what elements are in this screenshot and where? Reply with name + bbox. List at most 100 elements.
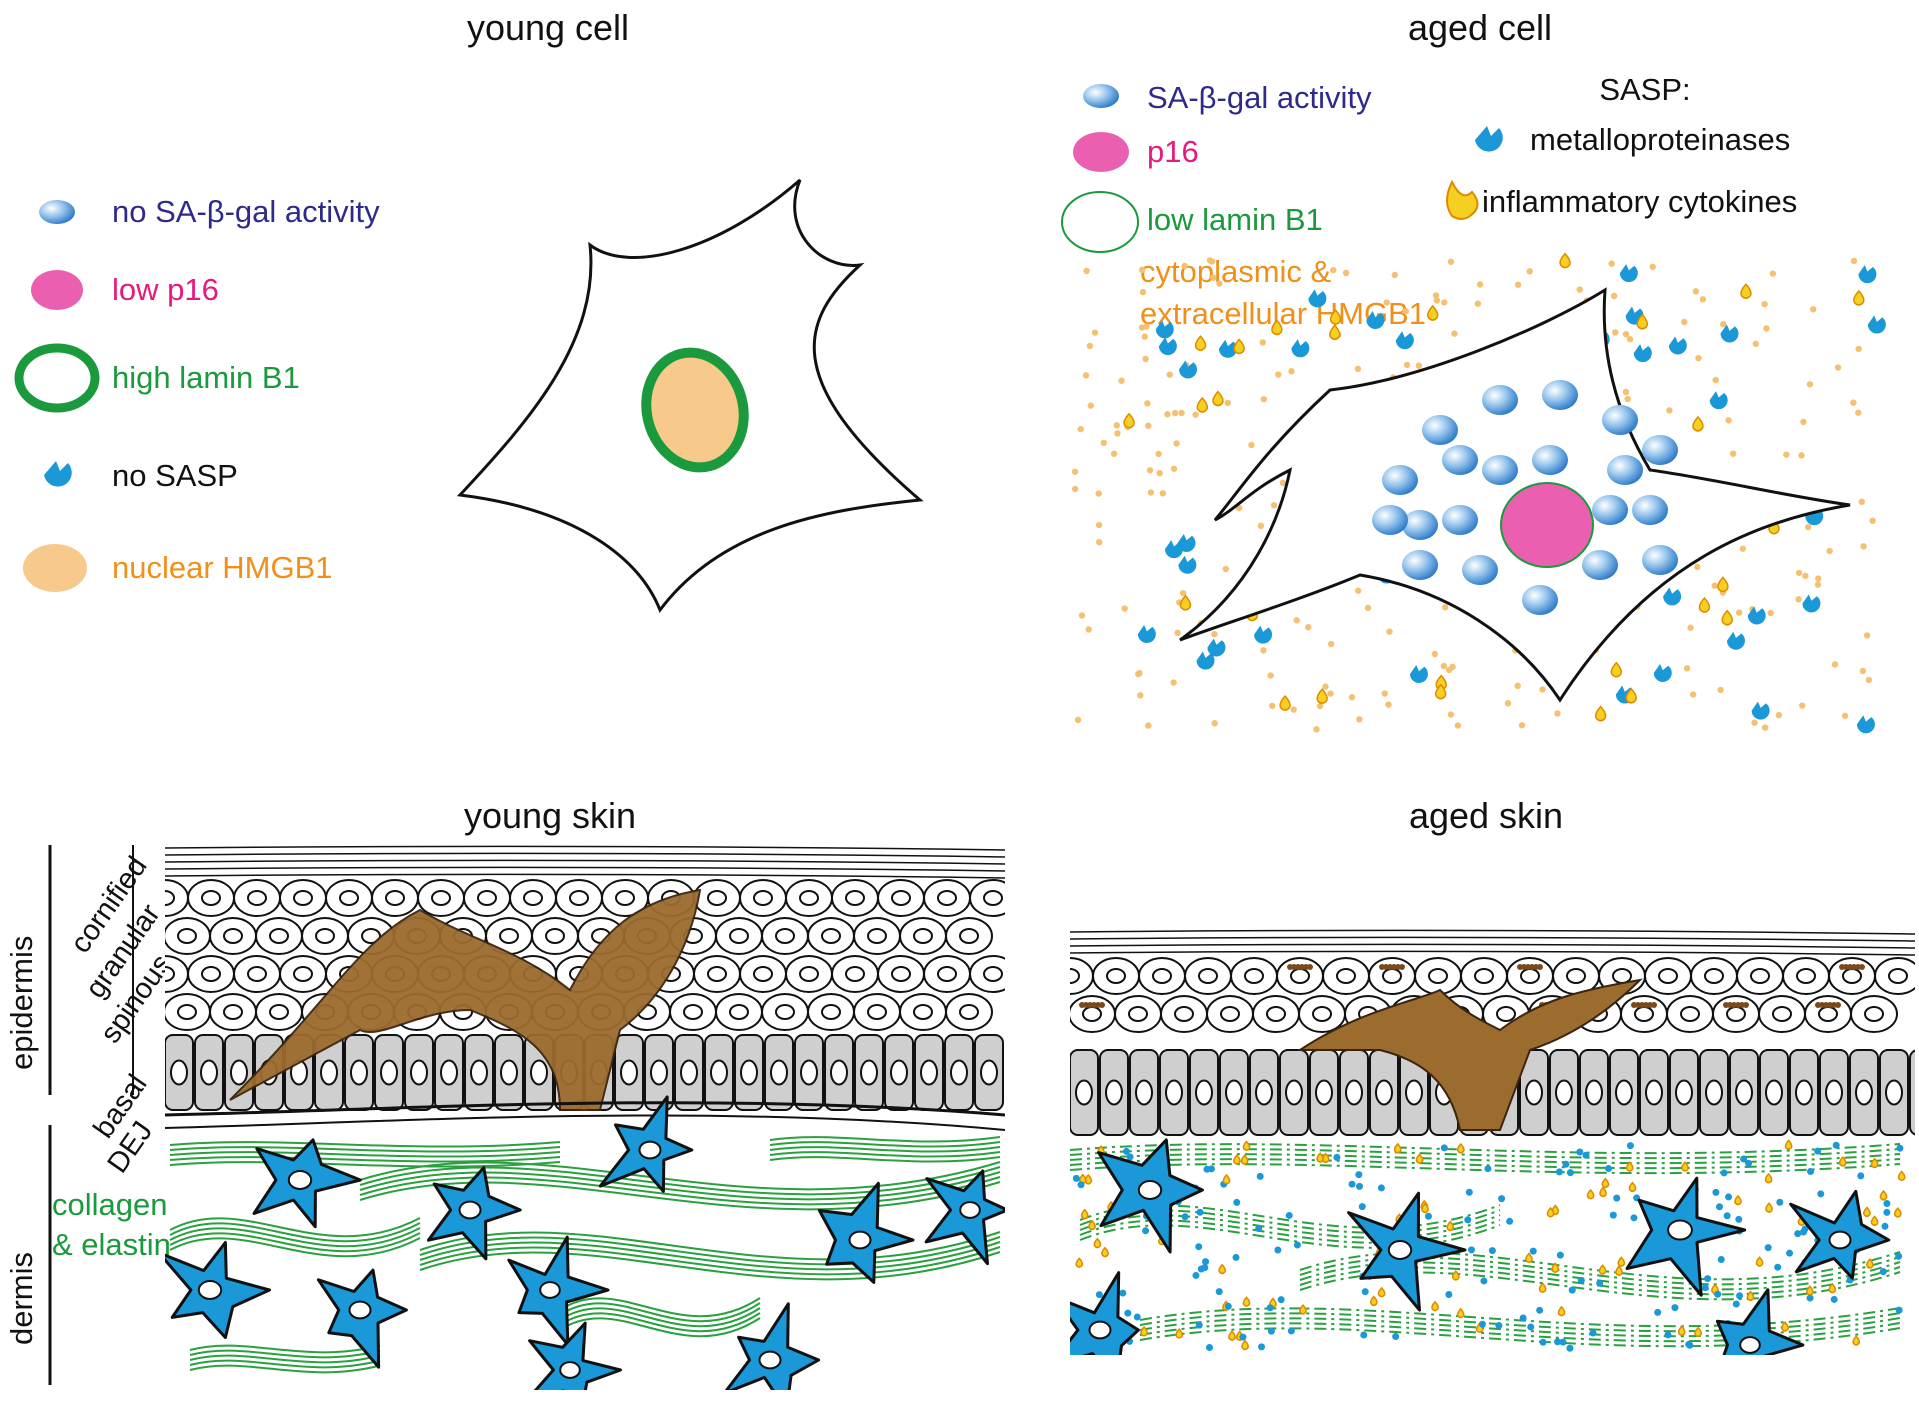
sasp-dot: [1355, 1182, 1363, 1190]
cytokine-icon: [1721, 609, 1733, 626]
hmgb1-dot: [1649, 263, 1656, 271]
collagen-fiber: [189, 1359, 381, 1369]
basal-nucleus: [1795, 1079, 1813, 1106]
hmgb1-dot: [1316, 702, 1324, 710]
hmgb1-dot: [1211, 720, 1218, 727]
hmgb1-dot: [1809, 306, 1817, 313]
sasp-dot: [1671, 1304, 1679, 1312]
basal-nucleus: [980, 1059, 998, 1086]
sasp-dot: [1126, 1153, 1134, 1161]
label-epidermis: epidermis: [4, 936, 39, 1070]
cytokine-icon: [1316, 688, 1328, 704]
hmgb1-dot: [1139, 288, 1147, 296]
basal-nucleus: [320, 1059, 338, 1086]
metalloproteinase-icon: [1196, 651, 1215, 670]
hmgb1-dot: [1091, 329, 1099, 336]
sasp-dot: [1196, 1208, 1204, 1216]
sasp-dot: [1355, 1171, 1363, 1179]
cornified-line: [165, 852, 1005, 858]
hmgb1-dot: [1689, 691, 1697, 698]
spinous-nucleus: [867, 1004, 887, 1020]
collagen-fiber: [1139, 1312, 1901, 1333]
cytokine-icon: [1852, 1335, 1861, 1346]
basal-nucleus: [710, 1059, 728, 1086]
hmgb1-dot: [1449, 663, 1456, 671]
cytokine-icon: [1233, 1154, 1241, 1165]
sasp-dot: [1202, 1258, 1210, 1266]
sasp-dot: [1685, 1340, 1693, 1348]
cornified-line: [165, 873, 1005, 879]
fibroblast-nucleus: [1088, 1320, 1112, 1340]
hmgb1-dot: [1433, 297, 1441, 304]
basal-nucleus: [170, 1059, 188, 1086]
cytokine-icon: [1897, 1170, 1906, 1181]
sa-beta-gal-granule: [1582, 550, 1618, 580]
hmgb1-dot: [1257, 522, 1265, 530]
sasp-dot: [1596, 1279, 1604, 1287]
spinous-nucleus: [729, 928, 749, 944]
collagen-fiber: [559, 1317, 761, 1338]
cytokine-icon: [1451, 1269, 1460, 1281]
aged-cell-nucleus: [1500, 482, 1594, 568]
hmgb1-dot: [1100, 439, 1108, 447]
basal-nucleus: [1825, 1079, 1843, 1106]
spinous-nucleus: [753, 966, 773, 982]
hmgb1-dot: [1260, 647, 1267, 654]
spinous-nucleus: [269, 1004, 289, 1020]
sasp-dot: [1266, 1304, 1274, 1312]
spinous-nucleus: [891, 890, 911, 906]
cornified-line: [1070, 929, 1915, 935]
spinous-nucleus: [361, 928, 381, 944]
aged-cell-legend: SA-β-gal activity p16 low lamin B1 cytop…: [1061, 72, 1797, 331]
basal-nucleus: [1285, 1079, 1303, 1106]
sasp-dot: [1124, 1309, 1132, 1317]
hmgb1-dot: [1267, 672, 1274, 679]
spinous-nucleus: [983, 966, 1003, 982]
sasp-dot: [1832, 1141, 1840, 1149]
aged-cell-title: aged cell: [1408, 7, 1552, 48]
hmgb1-dot: [1074, 716, 1082, 724]
sasp-dot: [1498, 1195, 1506, 1203]
sasp-dot: [1440, 1144, 1448, 1152]
collagen-fiber: [169, 1151, 561, 1158]
spinous-nucleus: [959, 1004, 979, 1020]
metalloproteinase-icon: [1668, 336, 1687, 355]
hmgb1-dot: [1402, 308, 1409, 315]
sa-beta-gal-icon: [1083, 84, 1119, 108]
fibroblast-nucleus: [1828, 1230, 1852, 1250]
sasp-metalloproteinase-icon: [44, 461, 72, 487]
sasp-dot: [1740, 1155, 1748, 1163]
sasp-dot: [1467, 1246, 1475, 1254]
collagen-fiber: [1070, 1153, 1901, 1165]
sa-beta-gal-icon: [39, 200, 75, 224]
metalloproteinase-icon: [1207, 638, 1226, 657]
cytokine-icon: [1242, 1140, 1251, 1151]
spinous-nucleus: [707, 890, 727, 906]
spinous-nucleus: [913, 1004, 933, 1020]
hmgb1-dot: [1077, 425, 1084, 433]
spinous-nucleus: [1796, 968, 1816, 984]
cytokine-icon: [1222, 1173, 1231, 1185]
cytokine-icon: [1212, 390, 1224, 407]
basal-nucleus: [1645, 1079, 1663, 1106]
sasp-dot: [1205, 1344, 1213, 1352]
metalloproteinase-icon: [1179, 360, 1198, 379]
hmgb1-dot: [1695, 354, 1702, 362]
metalloproteinase-icon: [1164, 540, 1183, 559]
lamin-ring-icon: [1061, 191, 1139, 253]
sasp-dot: [1122, 1147, 1130, 1155]
dej-line: [165, 1101, 1005, 1131]
sasp-dot: [1745, 1159, 1753, 1167]
hmgb1-dot: [1293, 617, 1300, 624]
young-skin-title: young skin: [464, 795, 636, 836]
legend-cytoplasmic: cytoplasmic &: [1140, 254, 1332, 289]
aged-melanocyte: [1296, 978, 1643, 1131]
basal-nucleus: [650, 1059, 668, 1086]
sasp-dot: [1895, 1252, 1903, 1260]
hmgb1-dot: [1121, 605, 1128, 612]
collagen-fiber: [189, 1344, 381, 1354]
hmgb1-dot: [1270, 502, 1278, 509]
hmgb1-dot: [1850, 399, 1857, 406]
spinous-nucleus: [269, 928, 289, 944]
